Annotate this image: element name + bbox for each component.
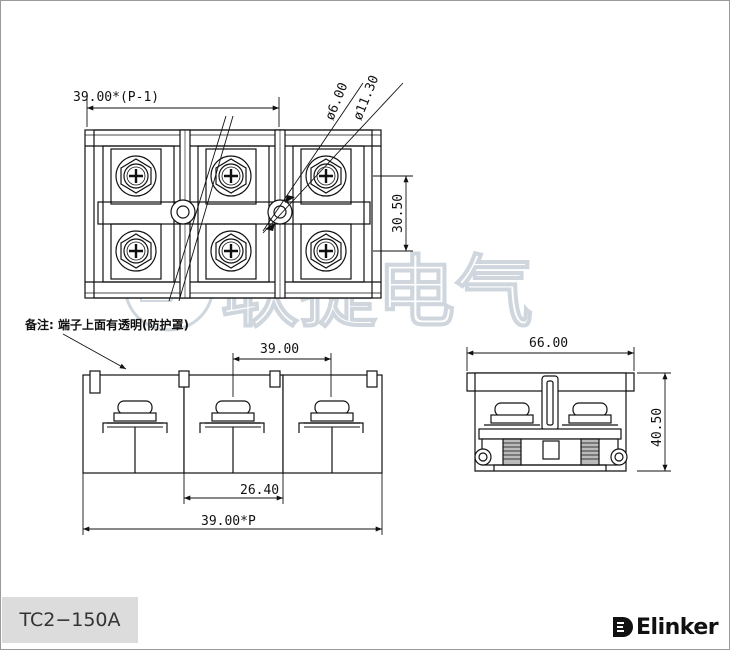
note-text: 备注: 端子上面有透明(防护罩) — [24, 317, 189, 332]
diam-arrow-1 — [265, 223, 275, 231]
dim-inner-width: 26.40 — [240, 483, 279, 498]
side-view — [82, 370, 383, 474]
end-view — [466, 372, 635, 472]
dim-hole-small: ø6.00 — [323, 81, 352, 123]
diam-arrow-2 — [285, 195, 295, 203]
model-label: TC2−150A — [19, 609, 121, 631]
end-dimensions — [466, 347, 671, 472]
brand-name: Elinker — [636, 614, 719, 640]
side-view-screws — [106, 400, 361, 428]
dim-hole-large: ø11.30 — [351, 73, 383, 122]
dim-end-height: 40.50 — [650, 408, 665, 447]
top-dimensions — [86, 82, 413, 302]
dim-height-right: 30.50 — [391, 194, 406, 233]
note-leader — [62, 333, 127, 370]
elinker-logo-icon — [613, 617, 633, 637]
top-view — [84, 129, 382, 299]
model-label-box: TC2−150A — [2, 597, 138, 643]
dim-end-width: 66.00 — [529, 336, 568, 351]
spring-hatching — [503, 442, 599, 460]
side-dimensions — [82, 353, 383, 535]
dim-total-width: 39.00*P — [201, 514, 256, 529]
brand-logo: Elinker — [611, 613, 719, 641]
dim-pitch-side: 39.00 — [260, 342, 299, 357]
dim-pitch-top: 39.00*(P-1) — [73, 90, 159, 105]
